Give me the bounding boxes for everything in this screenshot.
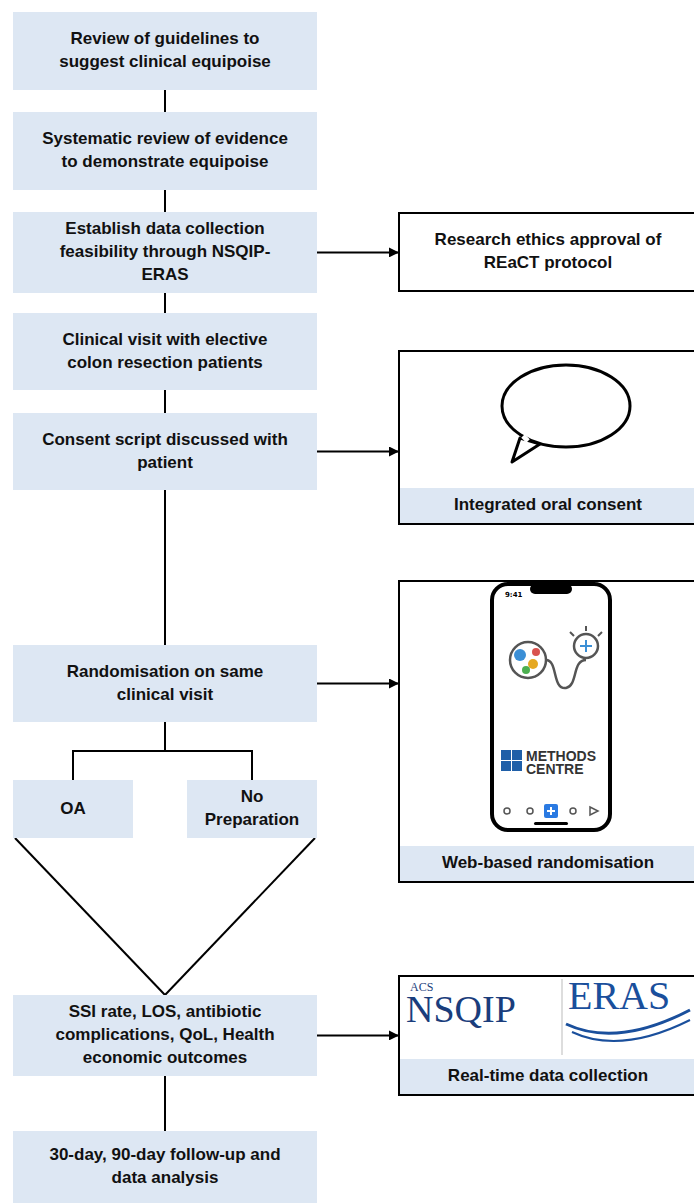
connector (15, 838, 165, 995)
process-box: Systematic review of evidence to demonst… (13, 112, 317, 190)
connector (165, 838, 315, 995)
process-box: Randomisation on same clinical visit (13, 645, 317, 722)
connector (317, 251, 398, 253)
box-text: Research ethics approval of REaCT protoc… (420, 229, 676, 275)
connector (164, 390, 166, 413)
connector (164, 190, 166, 212)
process-box: Clinical visit with elective colon resec… (13, 313, 317, 390)
connector (165, 722, 252, 780)
connector (317, 683, 398, 685)
box-text: Review of guidelines to suggest clinical… (41, 28, 289, 74)
box-text: SSI rate, LOS, antibiotic complications,… (41, 1001, 289, 1070)
box-text: No Preparation (205, 786, 299, 832)
logo-text: METHODS (526, 749, 596, 763)
logo-text: CENTRE (526, 762, 584, 776)
logo-text: ERAS (568, 976, 670, 1016)
connector (73, 722, 165, 780)
box-text: Web-based randomisation (442, 852, 654, 875)
process-box: Establish data collection feasibility th… (13, 212, 317, 293)
callout-box: Web-based randomisation (398, 580, 694, 883)
box-text: 30-day, 90-day follow-up and data analys… (41, 1144, 289, 1190)
box-text: Randomisation on same clinical visit (41, 661, 289, 707)
process-box: SSI rate, LOS, antibiotic complications,… (13, 995, 317, 1076)
connector (164, 90, 166, 112)
connector (164, 1076, 166, 1131)
process-box: No Preparation (187, 780, 317, 838)
process-box: 30-day, 90-day follow-up and data analys… (13, 1131, 317, 1203)
caption-band: Integrated oral consent (400, 488, 694, 523)
logo-text: 9:41 (505, 592, 522, 599)
phone-illustration (492, 584, 610, 830)
speech-bubble (502, 365, 630, 462)
process-box: Consent script discussed with patient (13, 413, 317, 490)
box-text: Clinical visit with elective colon resec… (41, 329, 289, 375)
caption-band: Real-time data collection (400, 1059, 694, 1094)
box-text: Consent script discussed with patient (41, 429, 289, 475)
box-text: Real-time data collection (448, 1065, 648, 1088)
caption-band: Web-based randomisation (400, 846, 694, 881)
box-text: Integrated oral consent (454, 494, 642, 517)
box-text: Establish data collection feasibility th… (41, 218, 289, 287)
connector (317, 1034, 398, 1036)
callout-box: Research ethics approval of REaCT protoc… (398, 212, 694, 292)
logo-text: NSQIP (406, 990, 516, 1028)
box-text: Systematic review of evidence to demonst… (41, 128, 289, 174)
callout-box: Integrated oral consent (398, 350, 694, 525)
connector (317, 451, 398, 453)
process-box: OA (13, 780, 133, 838)
connector (164, 293, 166, 313)
connector (164, 490, 166, 645)
box-text: OA (60, 798, 86, 821)
process-box: Review of guidelines to suggest clinical… (13, 12, 317, 90)
